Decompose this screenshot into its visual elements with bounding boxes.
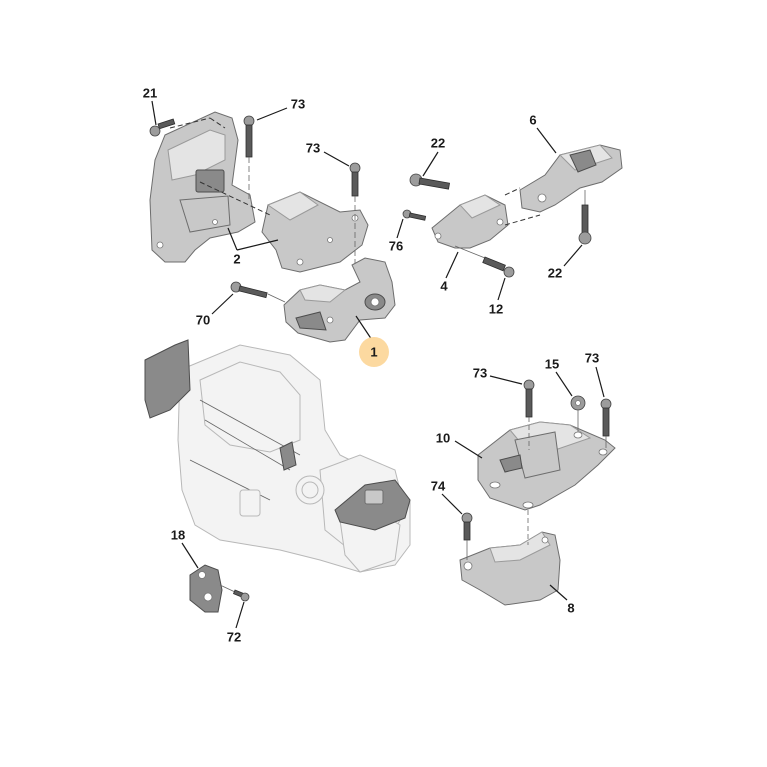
bolt-72[interactable] [219, 584, 250, 602]
bolt-76[interactable] [402, 209, 427, 221]
bolt-73-upper-middle[interactable] [349, 162, 361, 268]
bolt-22-upper[interactable] [409, 173, 451, 190]
callout-72[interactable]: 72 [226, 629, 242, 645]
callout-22-upper[interactable]: 22 [430, 135, 446, 151]
callout-12[interactable]: 12 [488, 301, 504, 317]
callout-18[interactable]: 18 [170, 527, 186, 543]
bolt-70[interactable] [230, 281, 286, 303]
bolt-73-upper-left[interactable] [243, 115, 255, 200]
leader-lines [151, 100, 605, 629]
callout-21[interactable]: 21 [142, 85, 158, 101]
callout-73-upper-middle[interactable]: 73 [305, 140, 321, 156]
bolt-74[interactable] [461, 512, 473, 560]
engine-gearbox-assembly [144, 339, 411, 573]
bolt-73-lower-left[interactable] [523, 379, 535, 450]
gearbox-mount-10[interactable] [477, 421, 616, 511]
callout-4[interactable]: 4 [440, 278, 448, 294]
callout-73-upper-left[interactable]: 73 [290, 96, 306, 112]
callout-73-lower-right[interactable]: 73 [584, 350, 600, 366]
bolt-22-lower[interactable] [578, 190, 592, 245]
lower-bracket-8[interactable] [459, 510, 561, 606]
torque-rod-6[interactable] [519, 144, 623, 213]
callout-6[interactable]: 6 [529, 112, 537, 128]
bolt-12[interactable] [454, 245, 515, 278]
callout-15[interactable]: 15 [544, 356, 560, 372]
highlight-badge-part-1 [359, 337, 389, 367]
bracket-4[interactable] [431, 194, 509, 249]
bolt-73-lower-right[interactable] [600, 398, 612, 448]
callout-2[interactable]: 2 [233, 251, 241, 267]
nut-15[interactable] [570, 395, 586, 432]
callout-22-lower[interactable]: 22 [547, 265, 563, 281]
callout-76[interactable]: 76 [388, 238, 404, 254]
callout-8[interactable]: 8 [567, 600, 575, 616]
callout-1[interactable]: 1 [370, 344, 378, 360]
callout-74[interactable]: 74 [430, 478, 446, 494]
engine-mount-bracket-2[interactable] [149, 111, 369, 273]
engine-mount-1[interactable] [283, 257, 396, 343]
bolt-21[interactable] [149, 117, 226, 137]
callout-10[interactable]: 10 [435, 430, 451, 446]
callout-73-lower-left[interactable]: 73 [472, 365, 488, 381]
callout-70[interactable]: 70 [195, 312, 211, 328]
small-bracket-18[interactable] [189, 564, 223, 613]
